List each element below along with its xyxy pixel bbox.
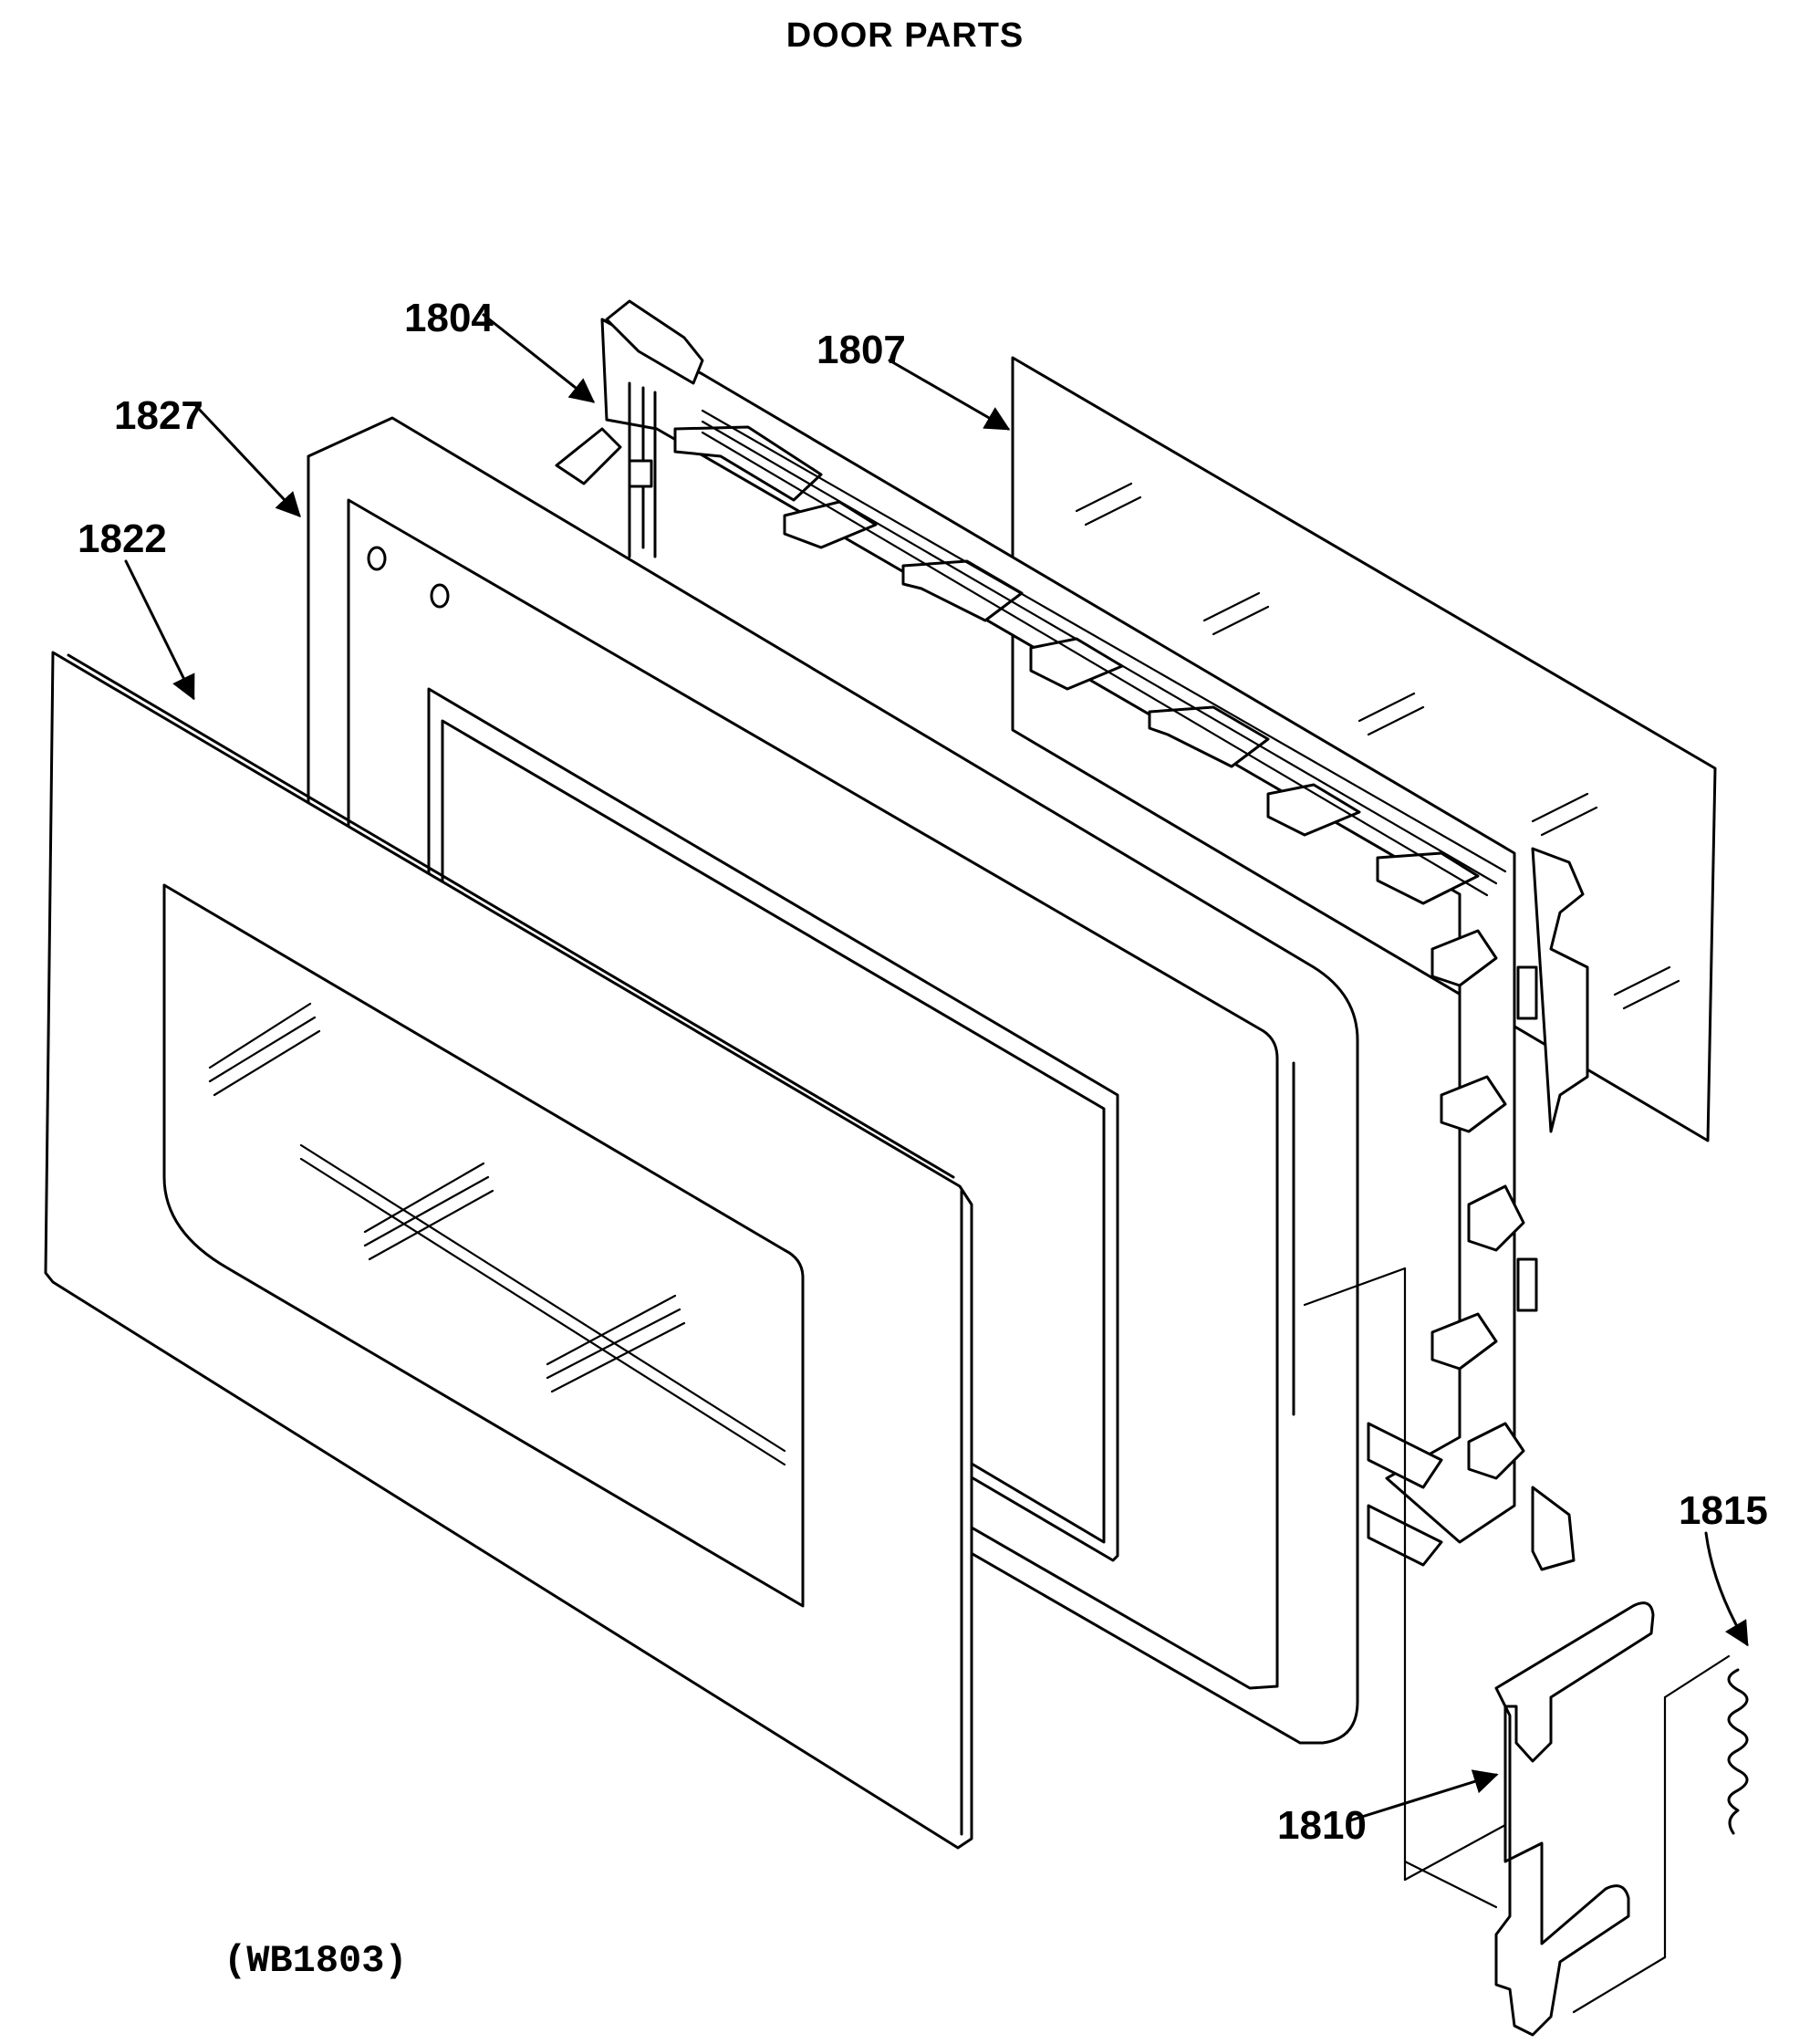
label-1827: 1827 bbox=[114, 393, 203, 438]
page-title: DOOR PARTS bbox=[785, 16, 1025, 55]
label-1807: 1807 bbox=[817, 328, 906, 372]
part-1804-frame-assembly bbox=[555, 299, 1589, 1571]
part-1815-spring bbox=[1572, 1654, 1749, 2014]
part-1822-outer-panel bbox=[44, 651, 973, 1850]
label-1810: 1810 bbox=[1277, 1803, 1367, 1848]
label-1815: 1815 bbox=[1679, 1488, 1768, 1533]
label-1822: 1822 bbox=[78, 516, 167, 561]
diagram-code: (WB1803) bbox=[224, 1939, 408, 1983]
part-1810-latch bbox=[1303, 1267, 1655, 2037]
leader-lines bbox=[124, 313, 1749, 1822]
label-1804: 1804 bbox=[404, 296, 494, 340]
